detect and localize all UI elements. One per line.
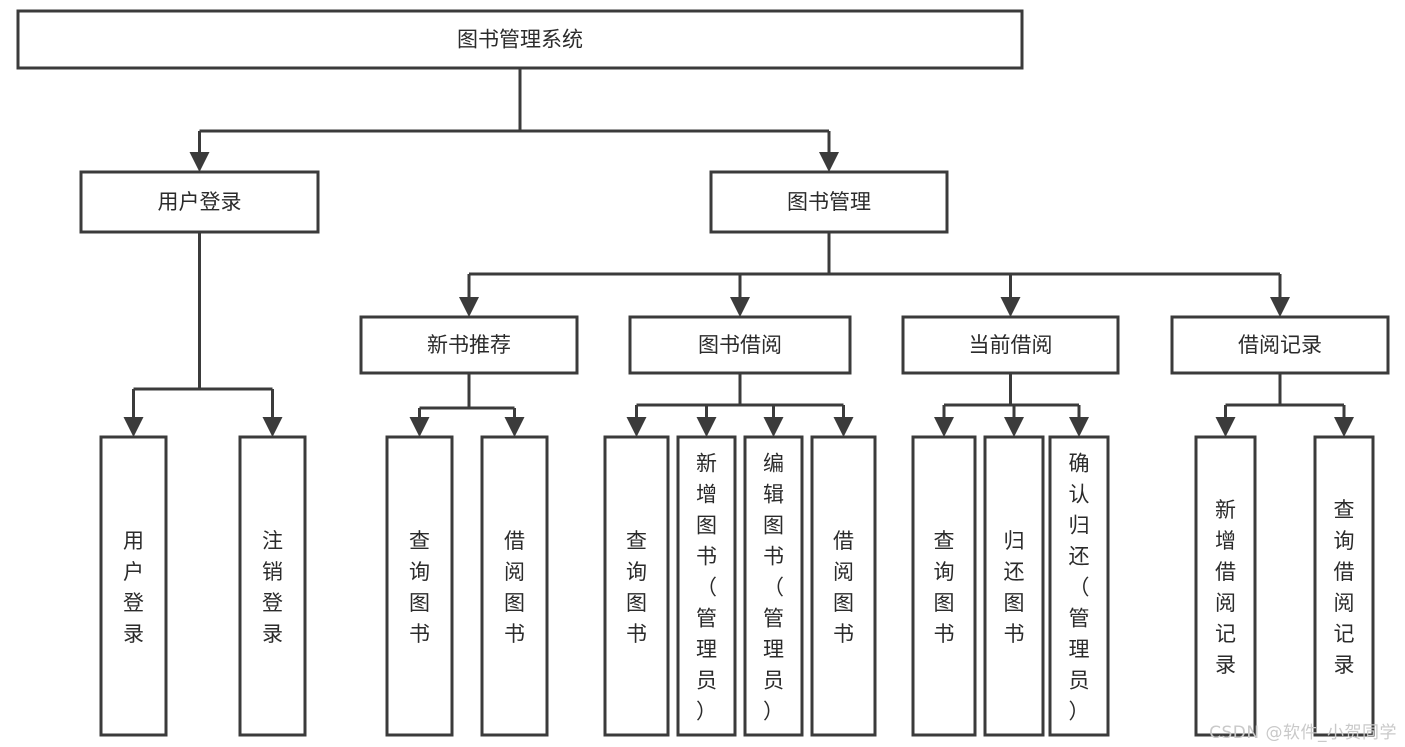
node-label-leaf-borrow-book: 借阅图书 <box>833 529 854 646</box>
node-leaf-edit-book-admin[interactable]: 编辑图书（管理员） <box>743 435 804 737</box>
node-label-leaf-add-book-admin: 新增图书（管理员） <box>696 452 717 724</box>
node-box-leaf-confirm-return-admin <box>1048 435 1110 737</box>
node-box-leaf-return-book <box>983 435 1045 737</box>
node-borrow-record[interactable]: 借阅记录 <box>1170 315 1390 375</box>
node-book-borrow[interactable]: 图书借阅 <box>628 315 852 375</box>
node-user-login[interactable]: 用户登录 <box>79 170 320 234</box>
node-box-leaf-query-book-current <box>911 435 977 737</box>
node-label-new-book-recommend: 新书推荐 <box>427 333 511 357</box>
node-leaf-confirm-return-admin[interactable]: 确认归还（管理员） <box>1048 435 1110 737</box>
node-label-leaf-return-book: 归还图书 <box>1004 529 1025 646</box>
node-label-user-login: 用户登录 <box>158 190 242 214</box>
book-manage-to-current-borrow-head <box>1000 297 1021 317</box>
node-box-leaf-query-book-borrow <box>603 435 670 737</box>
connectors-layer <box>123 68 1354 437</box>
node-label-current-borrow: 当前借阅 <box>969 333 1053 357</box>
node-box-borrow-record <box>1170 315 1390 375</box>
node-label-root: 图书管理系统 <box>457 28 583 52</box>
user-login-to-leaf-logout-login-head <box>262 417 283 437</box>
node-leaf-query-borrow-record[interactable]: 查询借阅记录 <box>1313 435 1375 737</box>
node-leaf-borrow-book[interactable]: 借阅图书 <box>810 435 877 737</box>
borrow-record-to-leaf-add-borrow-record-head <box>1215 417 1236 437</box>
book-manage-to-book-borrow-head <box>730 297 750 317</box>
node-box-leaf-logout-login <box>238 435 307 737</box>
book-manage-to-new-book-recommend-head <box>459 297 479 317</box>
node-box-leaf-borrow-book-rec <box>480 435 549 737</box>
new-book-recommend-to-leaf-borrow-book-rec-head <box>504 417 525 437</box>
node-box-leaf-query-borrow-record <box>1313 435 1375 737</box>
node-new-book-recommend[interactable]: 新书推荐 <box>359 315 579 375</box>
node-label-borrow-record: 借阅记录 <box>1238 333 1322 357</box>
node-label-leaf-logout-login: 注销登录 <box>262 529 283 646</box>
root-to-user-login-head <box>189 152 210 172</box>
node-label-leaf-edit-book-admin: 编辑图书（管理员） <box>763 452 784 724</box>
node-box-current-borrow <box>901 315 1120 375</box>
book-borrow-to-leaf-add-book-admin-head <box>696 417 717 437</box>
current-borrow-to-leaf-return-book-head <box>1004 417 1024 437</box>
node-label-book-manage: 图书管理 <box>787 190 871 214</box>
node-label-leaf-query-book-current: 查询图书 <box>934 529 955 646</box>
borrow-record-to-leaf-query-borrow-record-head <box>1334 417 1354 437</box>
node-box-leaf-user-login <box>99 435 168 737</box>
nodes-layer: 图书管理系统用户登录图书管理新书推荐图书借阅当前借阅借阅记录用户登录注销登录查询… <box>16 9 1390 737</box>
current-borrow-to-leaf-query-book-current-head <box>934 417 954 437</box>
node-leaf-add-book-admin[interactable]: 新增图书（管理员） <box>676 435 737 737</box>
node-root[interactable]: 图书管理系统 <box>16 9 1024 70</box>
node-box-book-manage <box>709 170 949 234</box>
node-book-manage[interactable]: 图书管理 <box>709 170 949 234</box>
node-label-leaf-query-book-rec: 查询图书 <box>409 529 430 646</box>
node-box-new-book-recommend <box>359 315 579 375</box>
node-label-leaf-add-borrow-record: 新增借阅记录 <box>1215 498 1236 677</box>
book-manage-to-borrow-record-head <box>1270 297 1290 317</box>
user-login-to-leaf-user-login-head <box>123 417 144 437</box>
node-leaf-add-borrow-record[interactable]: 新增借阅记录 <box>1194 435 1257 737</box>
node-box-leaf-edit-book-admin <box>743 435 804 737</box>
node-label-leaf-query-borrow-record: 查询借阅记录 <box>1334 498 1355 677</box>
node-leaf-user-login[interactable]: 用户登录 <box>99 435 168 737</box>
node-label-leaf-user-login: 用户登录 <box>123 529 144 646</box>
node-label-leaf-confirm-return-admin: 确认归还（管理员） <box>1069 452 1090 724</box>
new-book-recommend-to-leaf-query-book-rec-head <box>409 417 430 437</box>
book-borrow-to-leaf-borrow-book-head <box>833 417 854 437</box>
node-box-user-login <box>79 170 320 234</box>
node-box-root <box>16 9 1024 70</box>
node-current-borrow[interactable]: 当前借阅 <box>901 315 1120 375</box>
node-leaf-query-book-borrow[interactable]: 查询图书 <box>603 435 670 737</box>
node-leaf-query-book-rec[interactable]: 查询图书 <box>385 435 454 737</box>
node-box-book-borrow <box>628 315 852 375</box>
node-box-leaf-add-borrow-record <box>1194 435 1257 737</box>
node-box-leaf-query-book-rec <box>385 435 454 737</box>
node-box-leaf-add-book-admin <box>676 435 737 737</box>
node-leaf-borrow-book-rec[interactable]: 借阅图书 <box>480 435 549 737</box>
node-leaf-return-book[interactable]: 归还图书 <box>983 435 1045 737</box>
node-leaf-query-book-current[interactable]: 查询图书 <box>911 435 977 737</box>
node-leaf-logout-login[interactable]: 注销登录 <box>238 435 307 737</box>
book-borrow-to-leaf-query-book-borrow-head <box>626 417 647 437</box>
book-borrow-to-leaf-edit-book-admin-head <box>763 417 784 437</box>
root-to-book-manage-head <box>819 152 839 172</box>
node-label-leaf-query-book-borrow: 查询图书 <box>626 529 647 646</box>
node-box-leaf-borrow-book <box>810 435 877 737</box>
node-label-leaf-borrow-book-rec: 借阅图书 <box>504 529 525 646</box>
current-borrow-to-leaf-confirm-return-admin-head <box>1069 417 1089 437</box>
node-label-book-borrow: 图书借阅 <box>698 333 782 357</box>
